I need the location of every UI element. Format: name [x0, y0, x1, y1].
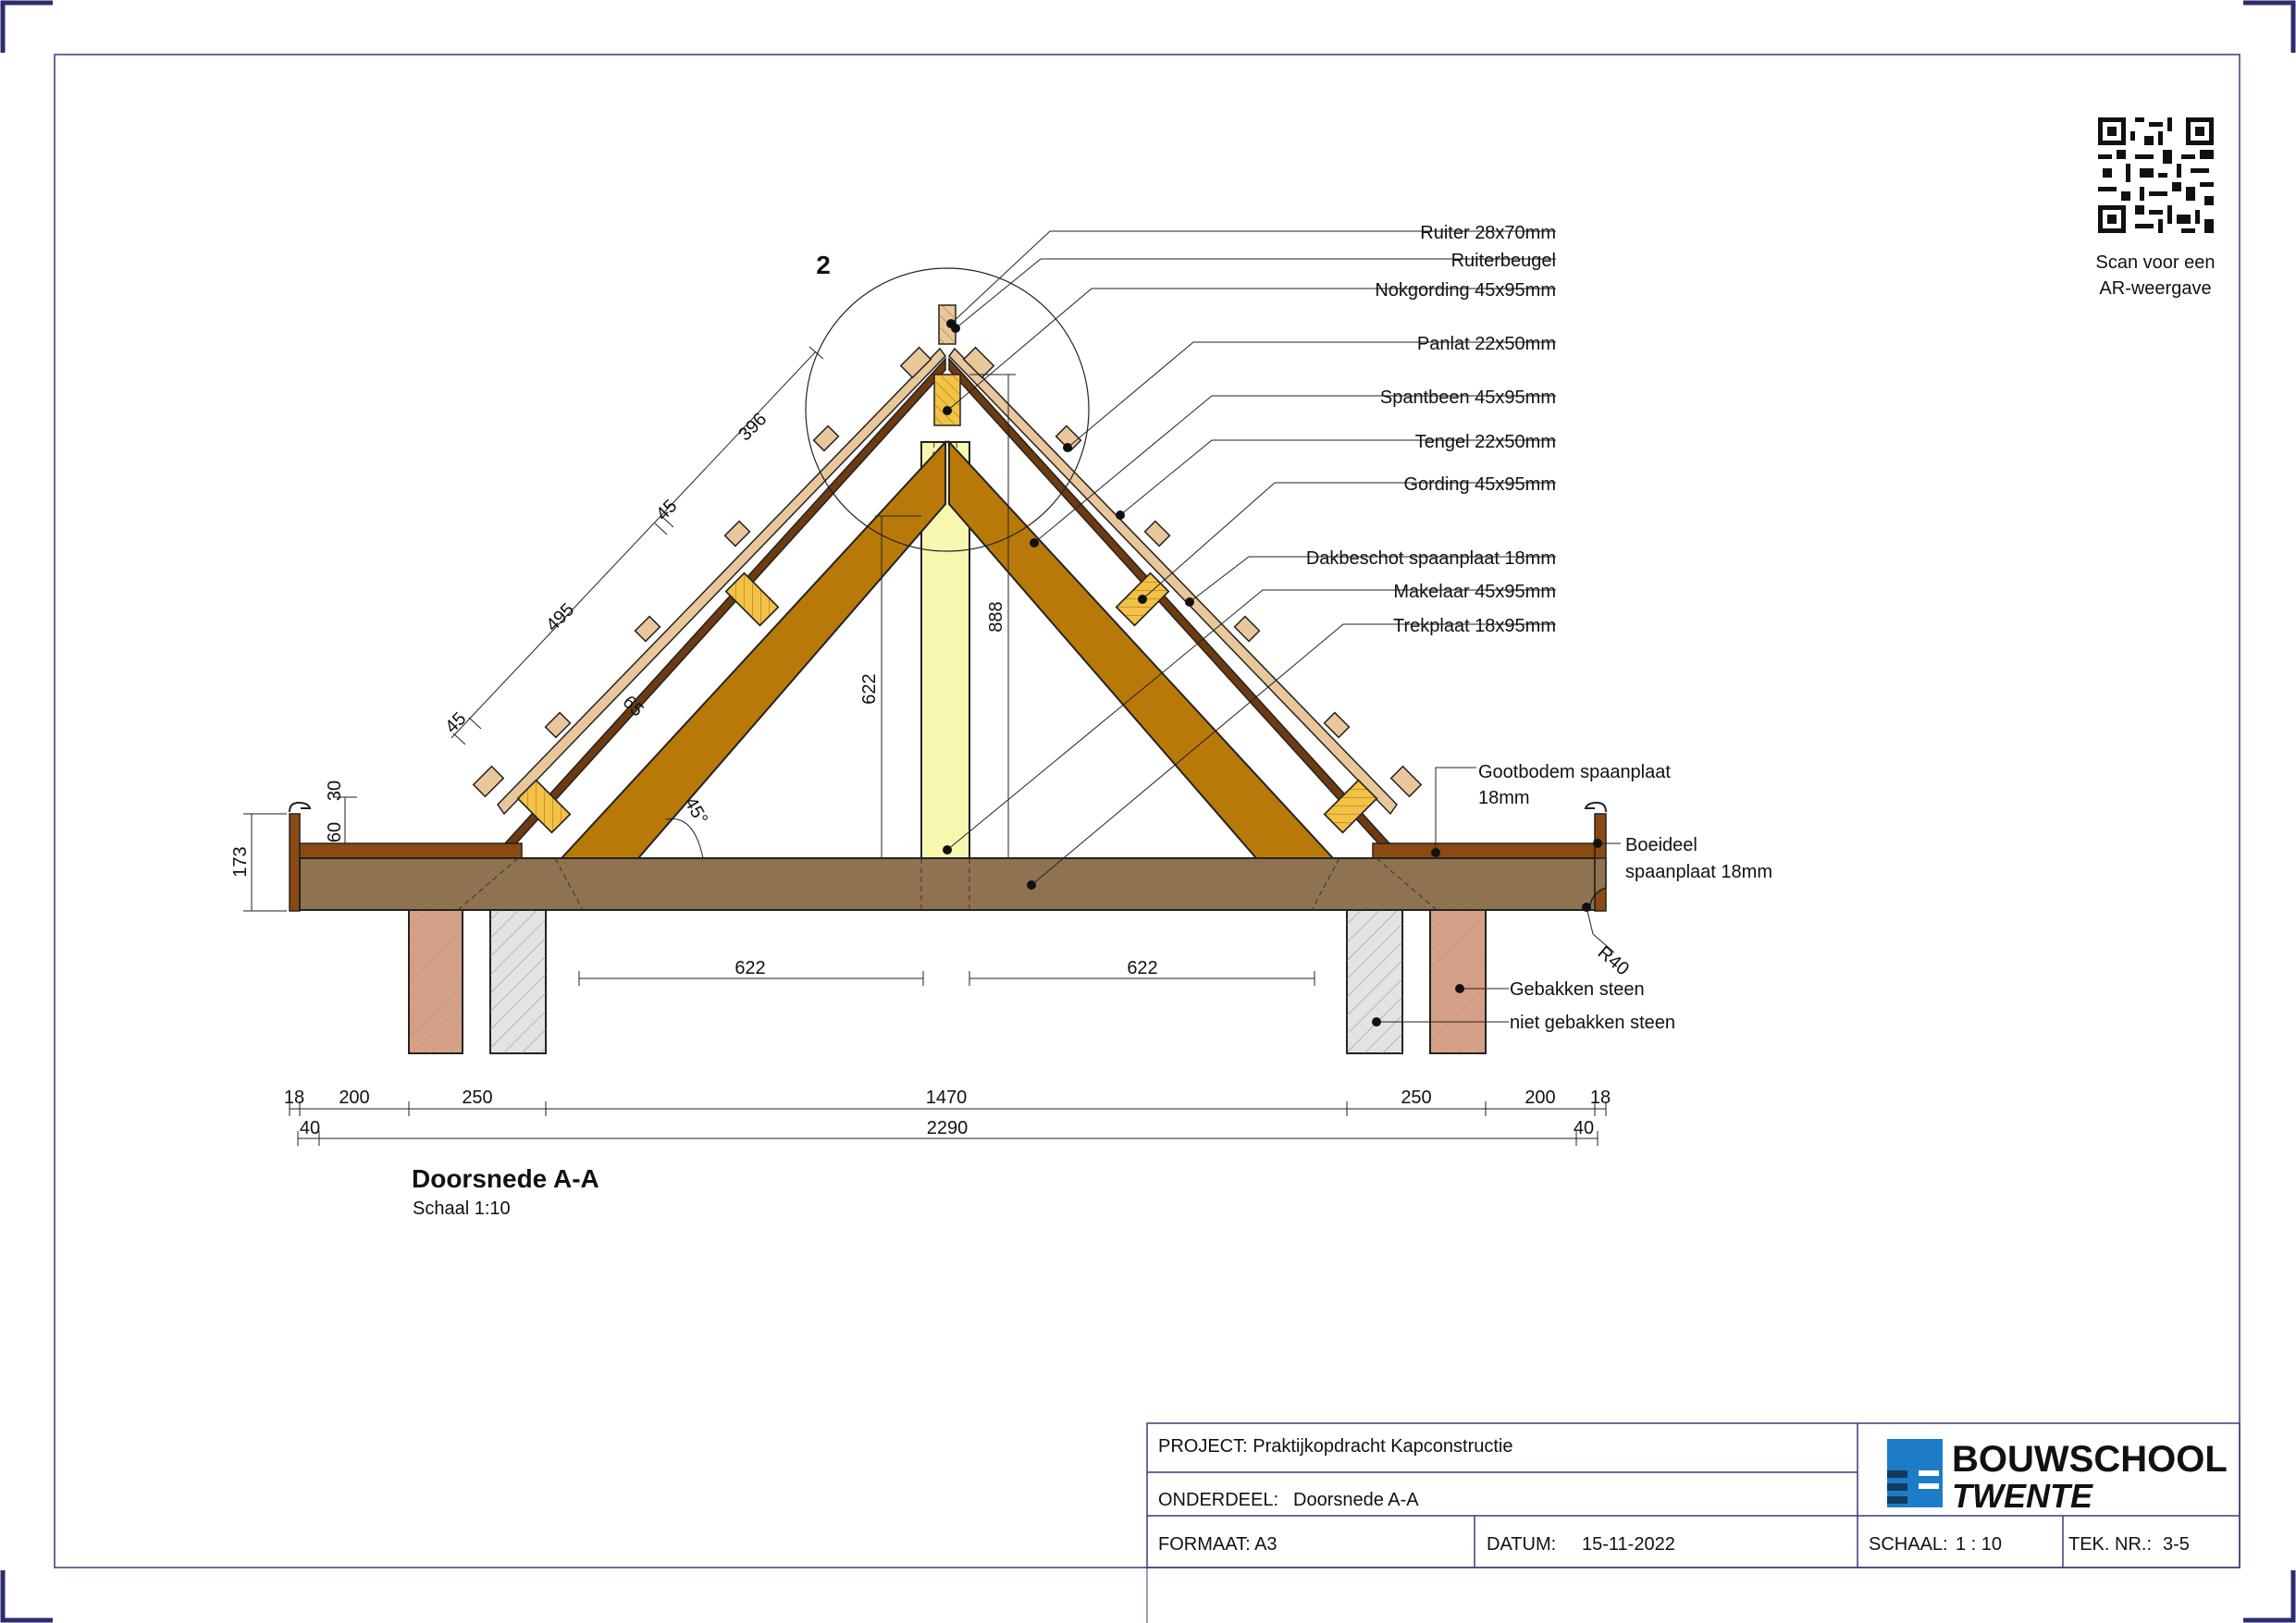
leader-lines: [946, 230, 1621, 1023]
label-gootbodem-line2: 18mm: [1478, 788, 1530, 808]
dim-row2-40-left: 40: [300, 1118, 320, 1138]
dim-row1-18-left: 18: [284, 1088, 304, 1108]
trekplaat: [299, 857, 1596, 911]
label-gebakken-steen: Gebakken steen: [1510, 979, 1645, 1000]
label-niet-gebakken-steen: niet gebakken steen: [1510, 1013, 1675, 1033]
tengel-left: [497, 347, 946, 816]
dakbeschot-right: [948, 357, 1391, 844]
dimensions: [243, 346, 1607, 1146]
dim-173: 173: [230, 846, 251, 877]
label-makelaar: Makelaar 45x95mm: [1393, 582, 1556, 602]
dim-row1-250-right: 250: [1401, 1088, 1431, 1108]
tb-formaat: FORMAAT: A3: [1158, 1534, 1278, 1555]
tengel-right: [948, 347, 1398, 816]
label-ruiterbeugel: Ruiterbeugel: [1451, 251, 1556, 271]
label-trekplaat: Trekplaat 18x95mm: [1393, 616, 1556, 636]
label-tengel: Tengel 22x50mm: [1415, 432, 1556, 452]
label-spantbeen: Spantbeen 45x95mm: [1380, 387, 1556, 408]
dim-span-left: 622: [734, 958, 765, 978]
tb-datum-value: 15-11-2022: [1582, 1534, 1675, 1555]
dim-span-right: 622: [1127, 958, 1157, 978]
dim-30: 30: [325, 781, 345, 801]
dim-height-888: 888: [986, 601, 1006, 632]
title-block: PROJECT: Praktijkopdracht Kapconstructie…: [1146, 1422, 2240, 1568]
dim-slope-45b: 45: [441, 708, 470, 737]
roof-truss: 2: [289, 251, 1607, 1054]
dim-row2-2290: 2290: [927, 1118, 969, 1138]
bouwschool-logo: BOUWSCHOOL TWENTE: [1887, 1439, 2228, 1515]
panlatten: [472, 346, 1423, 798]
view-title: Doorsnede A-A: [412, 1164, 599, 1193]
dim-row1-250-left: 250: [462, 1088, 492, 1108]
dim-row1-1470: 1470: [926, 1088, 968, 1108]
qr-caption-line2: AR-weergave: [2099, 278, 2211, 299]
tb-project: PROJECT: Praktijkopdracht Kapconstructie: [1158, 1436, 1513, 1457]
dim-row1-200-left: 200: [339, 1088, 369, 1108]
spantbeen-right: [948, 439, 1336, 859]
label-panlat: Panlat 22x50mm: [1417, 334, 1556, 354]
tb-teknr-label: TEK. NR.:: [2068, 1534, 2152, 1555]
tb-onderdeel-label: ONDERDEEL:: [1158, 1490, 1278, 1510]
dim-row2-40-right: 40: [1574, 1118, 1594, 1138]
detail-marker: 2: [816, 251, 831, 279]
tb-teknr-value: 3-5: [2163, 1534, 2190, 1555]
label-dakbeschot: Dakbeschot spaanplaat 18mm: [1306, 548, 1556, 569]
label-boeideel-line1: Boeideel: [1625, 835, 1697, 855]
sheet-border: [54, 54, 2240, 1568]
tb-schaal-value: 1 : 10: [1956, 1534, 2002, 1555]
dim-row1-18-right: 18: [1590, 1088, 1611, 1108]
label-radius: R40: [1594, 942, 1633, 979]
dim-height-622: 622: [859, 673, 880, 704]
label-gording: Gording 45x95mm: [1403, 474, 1556, 495]
gootbodem-right: [1372, 842, 1596, 859]
gootbodem-left: [299, 842, 523, 859]
tb-schaal-label: SCHAAL:: [1869, 1534, 1948, 1555]
dim-slope-495: 495: [542, 599, 578, 635]
spantbeen-left: [559, 439, 946, 859]
leader-dots: [943, 319, 1602, 1027]
qr-code: [2098, 117, 2214, 233]
label-boeideel-line2: spaanplaat 18mm: [1625, 862, 1772, 882]
dim-60: 60: [325, 822, 345, 842]
label-ruiter: Ruiter 28x70mm: [1420, 223, 1556, 243]
logo-line1: BOUWSCHOOL: [1952, 1439, 2228, 1480]
dakbeschot-left: [503, 357, 946, 844]
logo-line2: TWENTE: [1952, 1477, 2093, 1515]
label-gootbodem-line1: Gootbodem spaanplaat: [1478, 762, 1671, 782]
tb-datum-label: DATUM:: [1487, 1534, 1556, 1555]
label-nokgording: Nokgording 45x95mm: [1375, 280, 1556, 301]
detail-circle: [805, 267, 1090, 552]
view-scale: Schaal 1:10: [413, 1199, 511, 1219]
tb-onderdeel-value: Doorsnede A-A: [1293, 1490, 1419, 1510]
dim-slope-396: 396: [734, 409, 771, 445]
dim-row1-200-right: 200: [1524, 1088, 1555, 1108]
qr-caption-line1: Scan voor een: [2096, 252, 2216, 273]
